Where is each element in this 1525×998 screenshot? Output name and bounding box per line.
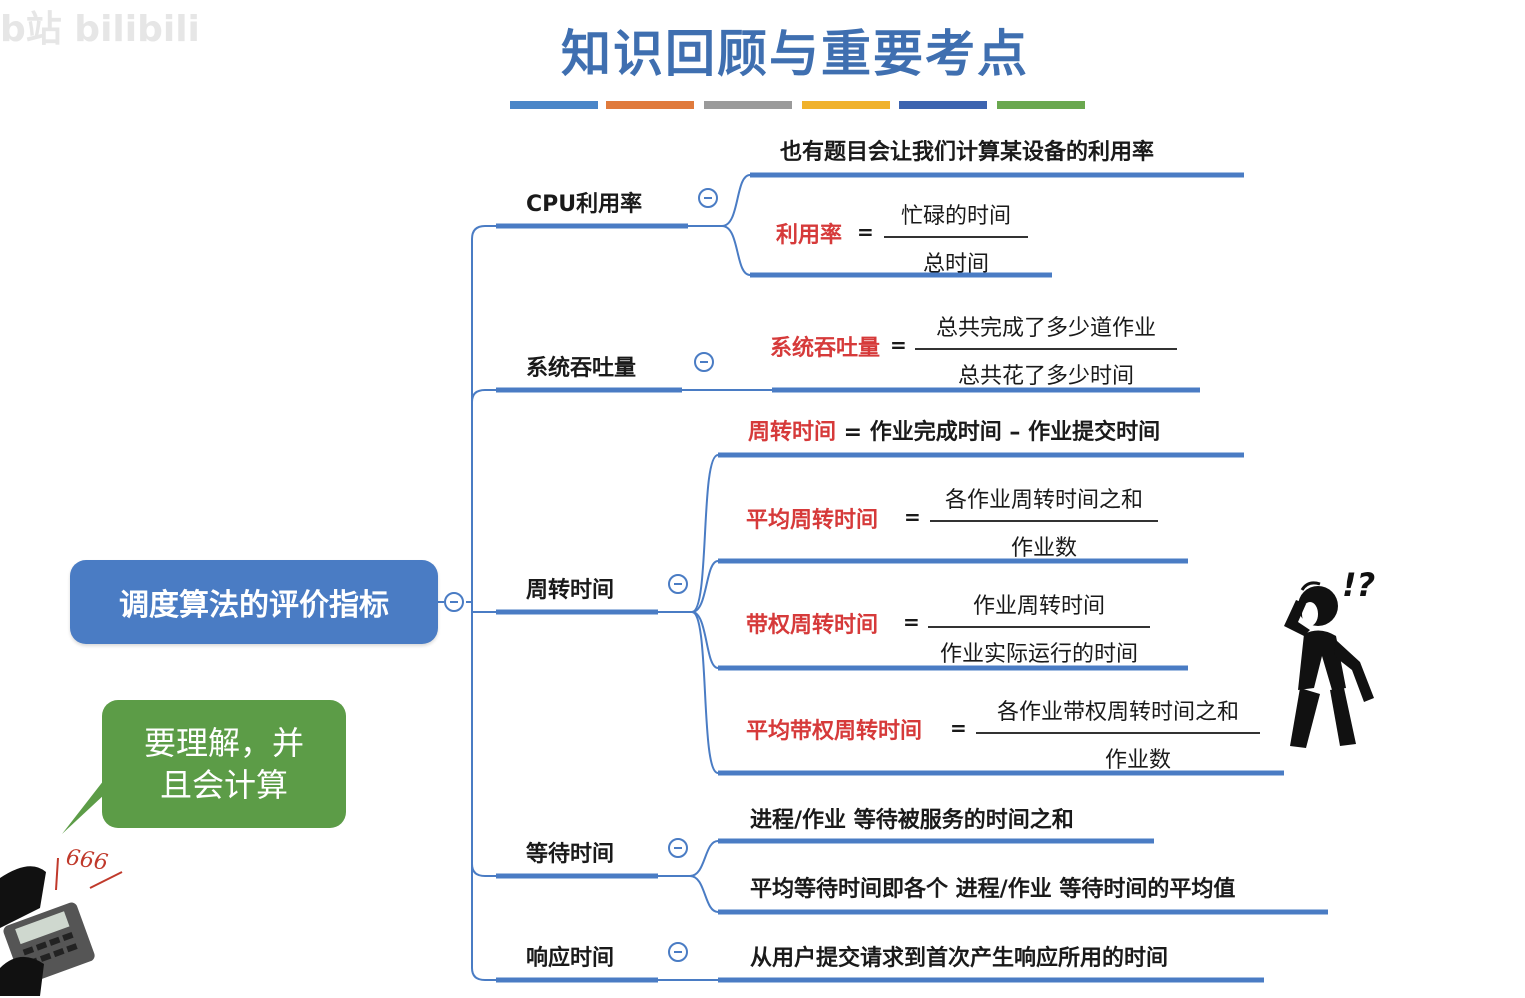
cpu-formula-equals: =	[857, 220, 874, 244]
waiting-average-leaf: 平均等待时间即各个 进程/作业 等待时间的平均值	[750, 877, 1236, 902]
root-collapse-toggle[interactable]	[444, 592, 464, 612]
branch-turnaround-time[interactable]: 周转时间	[526, 578, 615, 603]
avg-weighted-turnaround-name: 平均带权周转时间	[746, 719, 923, 744]
avg-turnaround-fraction: 各作业周转时间之和 作业数	[930, 482, 1158, 562]
cpu-formula-fraction: 忙碌的时间 总时间	[884, 198, 1028, 278]
weighted-turnaround-fraction: 作业周转时间 作业实际运行的时间	[928, 588, 1150, 668]
fraction-denominator: 作业实际运行的时间	[939, 642, 1138, 667]
weighted-turnaround-name: 带权周转时间	[746, 613, 879, 638]
confused-exclamation: !?	[1342, 566, 1376, 604]
title-underline-stripe	[510, 101, 598, 109]
title-underline-stripe	[606, 101, 694, 109]
throughput-formula-name: 系统吞吐量	[770, 336, 881, 361]
response-leaf: 从用户提交请求到首次产生响应所用的时间	[750, 946, 1169, 971]
fraction-denominator: 总共花了多少时间	[957, 364, 1134, 389]
page-title: 知识回顾与重要考点	[561, 24, 1029, 83]
branch-cpu-utilization[interactable]: CPU利用率	[526, 192, 643, 217]
fraction-denominator: 总时间	[922, 252, 989, 277]
fraction-numerator: 各作业周转时间之和	[930, 482, 1158, 522]
turnaround-definition-body: = 作业完成时间 – 作业提交时间	[836, 420, 1161, 445]
fraction-denominator: 作业数	[1104, 748, 1171, 773]
waiting-collapse-toggle[interactable]	[668, 838, 688, 858]
throughput-formula-fraction: 总共完成了多少道作业 总共花了多少时间	[915, 310, 1177, 390]
avg-turnaround-name: 平均周转时间	[746, 508, 879, 533]
throughput-formula-equals: =	[890, 333, 907, 357]
avg-weighted-turnaround-fraction: 各作业带权周转时间之和 作业数	[976, 694, 1260, 774]
calculator-hand-icon	[0, 857, 123, 996]
weighted-turnaround-equals: =	[903, 610, 920, 634]
cpu-note: 也有题目会让我们计算某设备的利用率	[780, 140, 1155, 165]
fraction-numerator: 忙碌的时间	[884, 198, 1028, 238]
fraction-denominator: 作业数	[1010, 536, 1077, 561]
avg-weighted-turnaround-equals: =	[950, 716, 967, 740]
callout-bubble: 要理解，并 且会计算	[102, 700, 346, 828]
fraction-numerator: 总共完成了多少道作业	[915, 310, 1177, 350]
title-underline-stripe	[704, 101, 792, 109]
title-underline-stripe	[802, 101, 890, 109]
waiting-sum-leaf: 进程/作业 等待被服务的时间之和	[750, 808, 1074, 833]
avg-turnaround-equals: =	[904, 505, 921, 529]
turnaround-collapse-toggle[interactable]	[668, 574, 688, 594]
cpu-collapse-toggle[interactable]	[698, 188, 718, 208]
branch-waiting-time[interactable]: 等待时间	[526, 842, 615, 867]
throughput-collapse-toggle[interactable]	[694, 352, 714, 372]
branch-response-time[interactable]: 响应时间	[526, 946, 615, 971]
watermark: b站 bilibili	[0, 9, 200, 50]
confused-person-icon	[1284, 581, 1374, 748]
fraction-numerator: 作业周转时间	[928, 588, 1150, 628]
branch-system-throughput[interactable]: 系统吞吐量	[526, 356, 637, 381]
turnaround-definition: 周转时间 = 作业完成时间 – 作业提交时间	[748, 414, 1160, 446]
cpu-formula-name: 利用率	[776, 223, 843, 248]
title-underline-stripe	[899, 101, 987, 109]
fraction-numerator: 各作业带权周转时间之和	[976, 694, 1260, 734]
turnaround-definition-name: 周转时间	[748, 420, 837, 445]
response-collapse-toggle[interactable]	[668, 942, 688, 962]
title-underline-stripe	[997, 101, 1085, 109]
root-node[interactable]: 调度算法的评价指标	[70, 560, 438, 644]
